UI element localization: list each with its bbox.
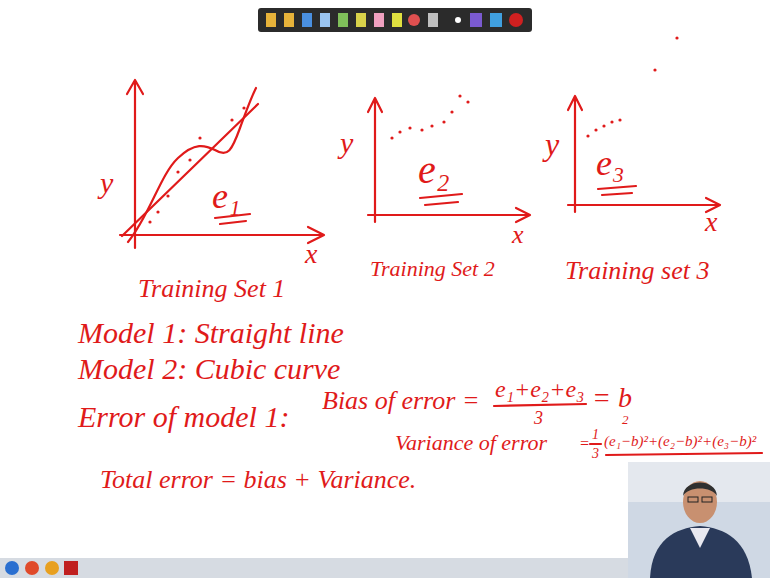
plots — [120, 80, 762, 455]
handwritten-label: x — [305, 240, 317, 268]
handwritten-label: Total error = bias + Variance. — [100, 467, 416, 493]
handwritten-label: = b — [592, 384, 632, 412]
handwritten-label: e₁+e₂+e₃ — [495, 377, 584, 401]
speaker-body — [650, 526, 752, 578]
underline — [606, 453, 762, 455]
tool-icon — [284, 13, 294, 27]
handwritten-label: e₂ — [418, 150, 450, 190]
handwritten-label: Bias of error = — [322, 388, 479, 414]
handwritten-label: Training Set 1 — [138, 276, 285, 302]
tool-icon — [320, 13, 330, 27]
video-frame — [628, 462, 770, 578]
speaker-hair — [683, 483, 717, 497]
underline — [420, 194, 462, 205]
tool-icon — [408, 14, 420, 26]
x-axis — [368, 208, 530, 222]
handwritten-label: Model 1: Straight line — [78, 318, 344, 348]
y-axis — [368, 98, 382, 222]
x-axis — [568, 198, 720, 212]
speaker-glasses — [702, 497, 712, 502]
tool-icon — [392, 13, 402, 27]
handwritten-label: x — [512, 222, 524, 248]
underline — [598, 186, 636, 195]
handwritten-label: y — [340, 128, 353, 158]
handwritten-label: e₃ — [596, 145, 625, 181]
handwritten-label: y — [545, 128, 559, 160]
handwritten-label: 2 — [622, 413, 629, 426]
taskbar-icon — [5, 561, 19, 575]
taskbar-icon — [64, 561, 78, 575]
handwritten-label: Training set 3 — [565, 258, 709, 284]
speaker-glasses — [688, 497, 698, 502]
toolbar-bar — [258, 8, 532, 32]
handwritten-label: Variance of error — [395, 432, 547, 454]
straight-line-fit — [122, 104, 258, 236]
handwritten-label: 3 — [534, 409, 543, 427]
fraction-bar — [494, 404, 586, 406]
handwritten-label: = — [579, 436, 590, 452]
handwritten-label: (e₁−b)²+(e₂−b)²+(e₃−b)² — [604, 434, 756, 449]
handwritten-label: Training Set 2 — [370, 258, 495, 280]
speaker-video — [628, 462, 770, 578]
tool-icon — [338, 13, 348, 27]
speaker-head — [683, 481, 717, 523]
tool-icon — [470, 13, 482, 27]
taskbar-icon — [45, 561, 59, 575]
handwritten-label: Error of model 1: — [78, 402, 289, 432]
tool-icon — [490, 13, 502, 27]
tool-icon — [428, 13, 438, 27]
tool-icon — [356, 13, 366, 27]
underline — [215, 214, 250, 224]
toolbar — [258, 8, 532, 32]
tool-icon — [302, 13, 312, 27]
handwritten-label: 3 — [592, 447, 599, 461]
handwritten-label: e₁ — [212, 178, 241, 214]
tool-icon — [509, 13, 523, 27]
handwritten-label: y — [100, 168, 113, 198]
taskbar-icon — [25, 561, 39, 575]
tool-icon — [455, 17, 461, 23]
cubic-curve-fit — [128, 88, 256, 242]
speaker-collar — [690, 528, 710, 548]
tool-icon — [374, 13, 384, 27]
handwritten-label: Model 2: Cubic curve — [78, 354, 340, 384]
x-axis — [120, 227, 324, 243]
y-axis — [568, 96, 582, 212]
data-points — [148, 36, 678, 223]
handwritten-label: x — [705, 208, 717, 236]
tool-icon — [266, 13, 276, 27]
fraction-bar — [590, 443, 601, 445]
handwritten-label: 1 — [592, 428, 599, 442]
